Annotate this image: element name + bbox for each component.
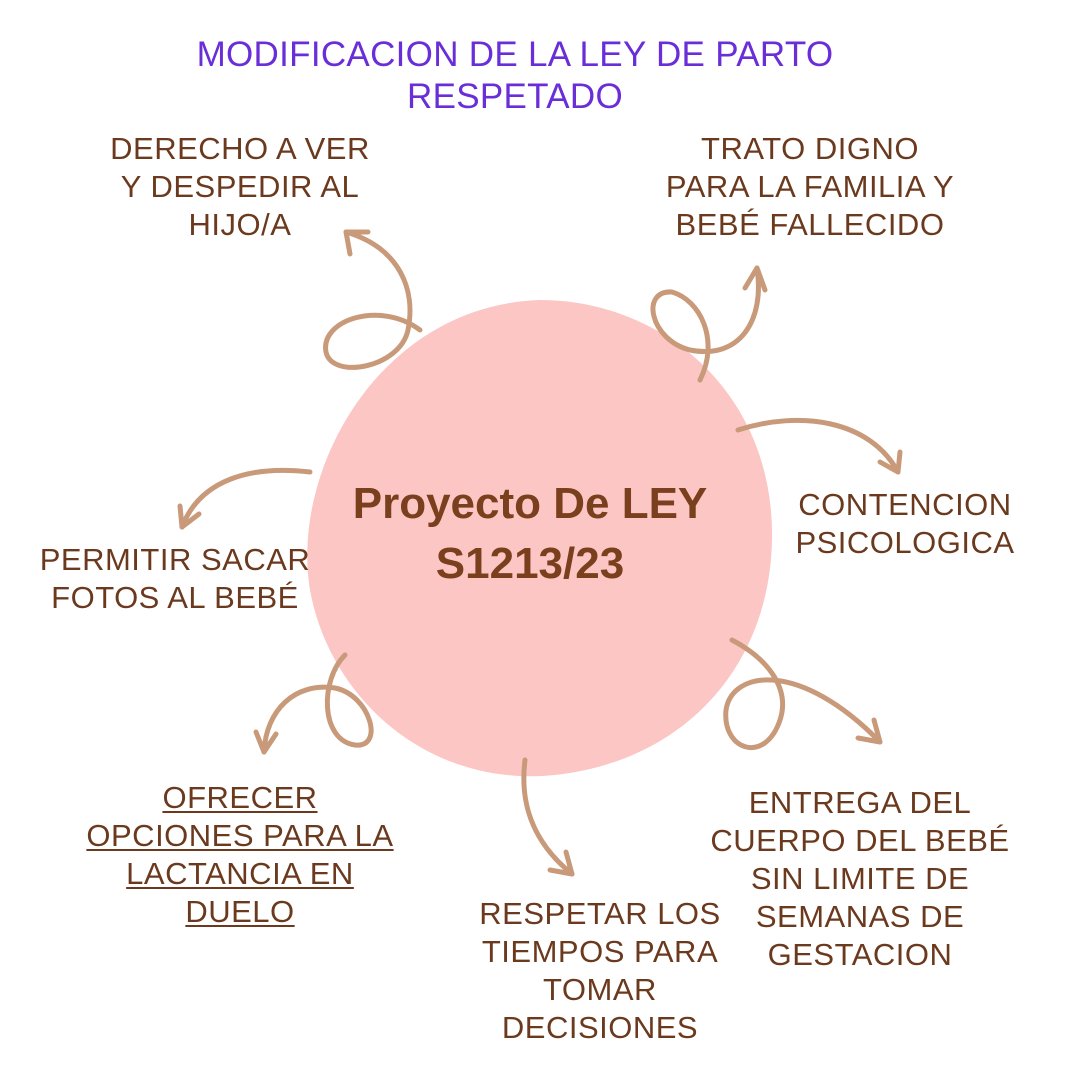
- label-derecho: DERECHO A VER Y DESPEDIR AL HIJO/A: [80, 130, 400, 244]
- label-trato: TRATO DIGNO PARA LA FAMILIA Y BEBÉ FALLE…: [630, 130, 990, 244]
- arrow-trato: [650, 265, 761, 383]
- label-line: BEBÉ FALLECIDO: [675, 207, 945, 242]
- arrowhead-conten: [877, 449, 903, 475]
- diagram-title: MODIFICACION DE LA LEY DE PARTO RESPETAD…: [130, 34, 900, 118]
- arrowhead-entrega: [855, 717, 883, 745]
- arrow-fotos: [179, 467, 313, 530]
- label-line: PSICOLOGICA: [795, 525, 1015, 560]
- arrowhead-respetar: [547, 849, 575, 877]
- center-circle: [307, 300, 772, 777]
- arrow-conten: [735, 417, 901, 475]
- arrowhead-ofrecer: [253, 729, 279, 755]
- label-line: OPCIONES PARA LA: [86, 818, 394, 853]
- arrowhead-derecho: [343, 229, 371, 257]
- arrow-entrega: [723, 637, 883, 751]
- label-line: DERECHO A VER: [110, 131, 370, 166]
- center-line-2: S1213/23: [435, 539, 625, 588]
- label-fotos: PERMITIR SACAR FOTOS AL BEBÉ: [20, 541, 330, 617]
- title-line-2: RESPETADO: [407, 77, 623, 116]
- label-line: RESPETAR LOS: [479, 896, 721, 931]
- label-line: SIN LIMITE DE: [750, 861, 970, 896]
- label-line: PERMITIR SACAR: [39, 542, 311, 577]
- label-respetar: RESPETAR LOS TIEMPOS PARA TOMAR DECISION…: [440, 895, 760, 1047]
- label-line: TOMAR: [543, 972, 657, 1007]
- label-line: LACTANCIA EN: [126, 856, 354, 891]
- center-line-1: Proyecto De LEY: [352, 479, 708, 528]
- arrow-derecho: [323, 229, 423, 370]
- label-line: GESTACION: [767, 937, 953, 972]
- label-ofrecer: OFRECER OPCIONES PARA LA LACTANCIA EN DU…: [60, 779, 420, 931]
- label-line: SEMANAS DE: [755, 899, 965, 934]
- arrow-respetar: [521, 757, 575, 877]
- title-line-1: MODIFICACION DE LA LEY DE PARTO: [196, 35, 834, 74]
- label-contencion: CONTENCION PSICOLOGICA: [770, 486, 1040, 562]
- label-line: CUERPO DEL BEBÉ: [710, 823, 1010, 858]
- arrowhead-trato: [742, 265, 768, 293]
- label-line: TIEMPOS PARA: [481, 934, 719, 969]
- label-line: HIJO/A: [188, 207, 292, 242]
- label-line: PARA LA FAMILIA Y: [665, 169, 955, 204]
- label-line: DUELO: [185, 894, 295, 929]
- arrowhead-fotos: [177, 503, 202, 530]
- label-line: TRATO DIGNO: [701, 131, 919, 166]
- label-line: DECISIONES: [501, 1010, 699, 1045]
- arrow-ofrecer: [261, 652, 374, 755]
- label-line: FOTOS AL BEBÉ: [51, 580, 299, 615]
- label-line: ENTREGA DEL: [748, 785, 972, 820]
- center-title: Proyecto De LEY S1213/23: [320, 474, 740, 594]
- label-line: Y DESPEDIR AL: [120, 169, 360, 204]
- label-line: OFRECER: [162, 780, 318, 815]
- label-entrega: ENTREGA DEL CUERPO DEL BEBÉ SIN LIMITE D…: [700, 784, 1020, 974]
- label-line: CONTENCION: [798, 487, 1012, 522]
